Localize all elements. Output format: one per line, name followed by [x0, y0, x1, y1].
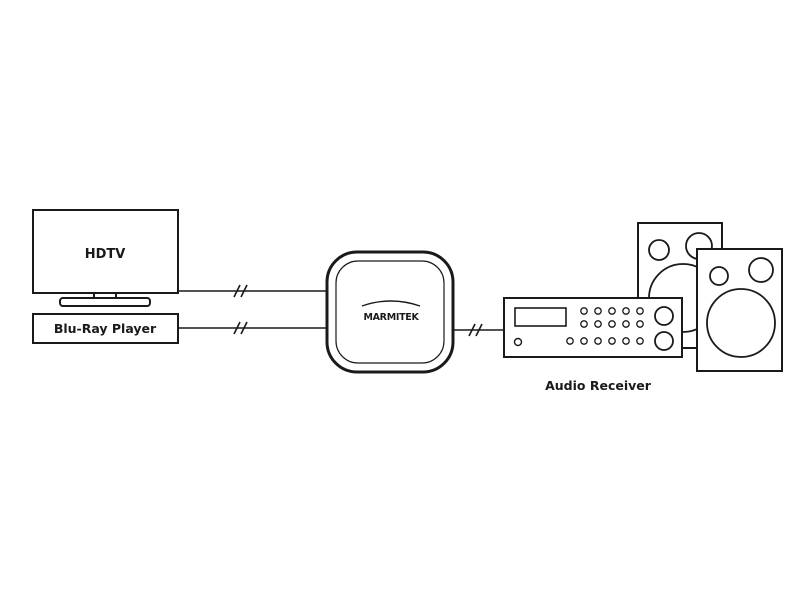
cable-break-mark	[233, 321, 241, 335]
cable-break-mark	[233, 284, 241, 298]
audio-receiver-label: Audio Receiver	[545, 378, 652, 393]
hdtv-screen	[32, 209, 179, 294]
bluray-player-body	[32, 313, 179, 344]
speaker-front-woofer	[706, 288, 776, 358]
receiver-button-grid	[566, 307, 644, 345]
cable-break-mark	[240, 284, 248, 298]
receiver-power-button	[513, 337, 523, 347]
audio-receiver-device: Audio Receiver	[503, 297, 683, 393]
cable-break-mark	[468, 323, 476, 337]
receiver-button	[580, 320, 588, 328]
receiver-button	[636, 320, 644, 328]
speaker-front-tweeter-left	[709, 266, 729, 286]
receiver-button	[636, 337, 644, 345]
receiver-display	[514, 307, 567, 327]
cable-hub-to-receiver	[453, 323, 504, 337]
cable-break-mark	[475, 323, 483, 337]
receiver-button	[580, 307, 588, 315]
receiver-button	[622, 337, 630, 345]
hdtv-device: HDTV	[32, 209, 179, 307]
hub-inner-panel	[335, 260, 445, 364]
bluray-player-device: Blu-Ray Player	[32, 313, 179, 344]
speaker-front	[696, 248, 783, 372]
receiver-button	[594, 320, 602, 328]
cable-hdtv-to-hub	[178, 284, 328, 298]
cable-break-mark	[240, 321, 248, 335]
receiver-button	[608, 307, 616, 315]
receiver-button	[566, 337, 574, 345]
hdtv-stand-base	[59, 297, 151, 307]
hdtv-label: HDTV	[85, 247, 126, 262]
hub-logo-arc	[361, 300, 421, 307]
receiver-button	[594, 337, 602, 345]
receiver-knob-top	[654, 306, 674, 326]
receiver-button	[608, 320, 616, 328]
marmitek-hub-device: MARMITEK	[325, 250, 455, 374]
receiver-button	[594, 307, 602, 315]
speaker-rear-tweeter-left	[648, 239, 670, 261]
receiver-button	[622, 307, 630, 315]
bluray-player-label: Blu-Ray Player	[54, 321, 157, 336]
receiver-button	[636, 307, 644, 315]
cable-player-to-hub	[178, 321, 328, 335]
receiver-body	[503, 297, 683, 358]
speaker-front-tweeter-right	[748, 257, 774, 283]
receiver-button	[580, 337, 588, 345]
hub-brand-logo: MARMITEK	[363, 312, 419, 323]
receiver-knob-bottom	[654, 331, 674, 351]
receiver-button	[608, 337, 616, 345]
receiver-button	[622, 320, 630, 328]
